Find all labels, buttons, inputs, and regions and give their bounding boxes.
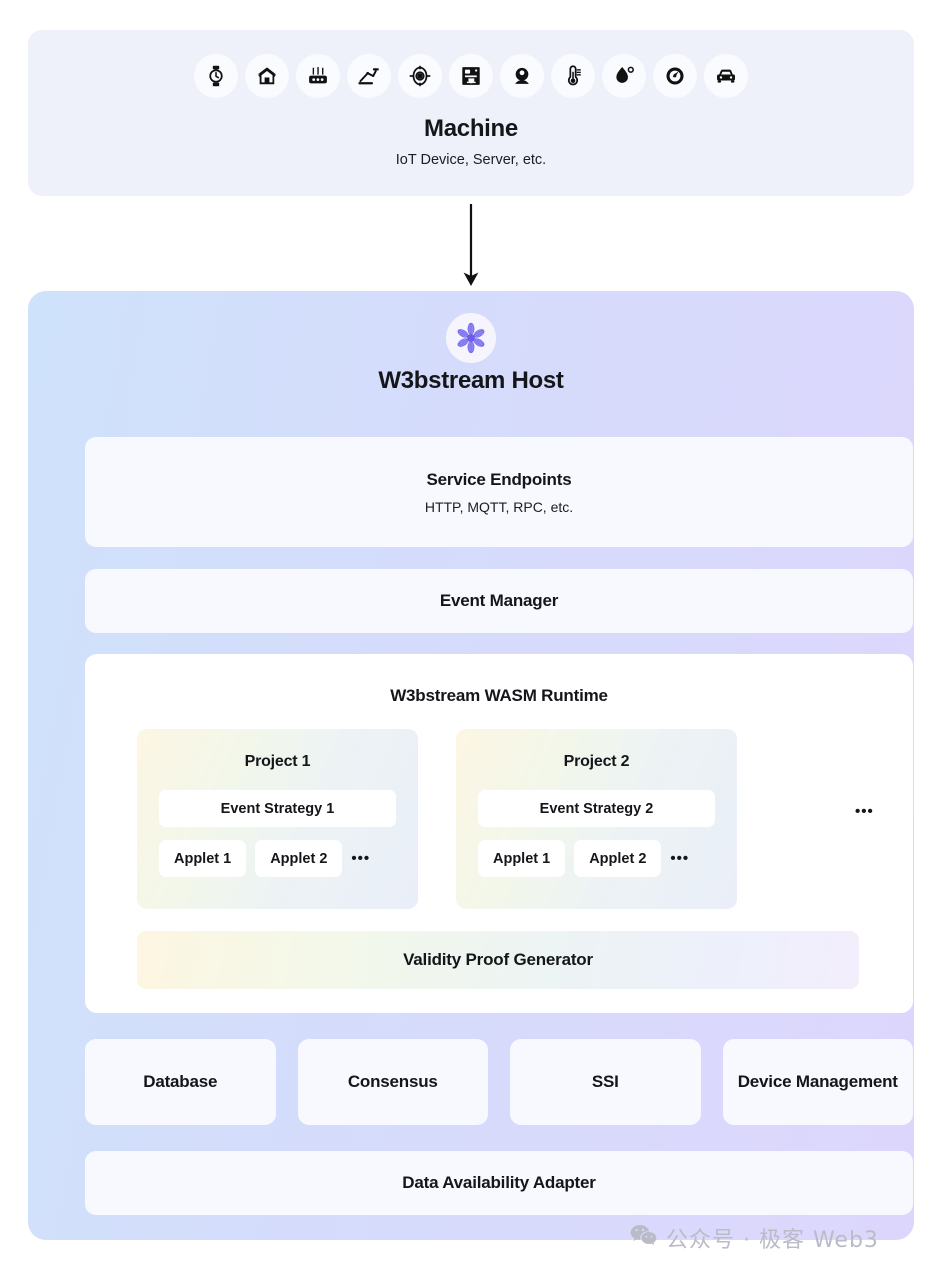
coffee-machine-icon [449, 54, 493, 98]
service-endpoints-card: Service Endpoints HTTP, MQTT, RPC, etc. [85, 437, 913, 547]
service-endpoints-subtitle: HTTP, MQTT, RPC, etc. [424, 498, 574, 515]
machine-title: Machine [424, 115, 518, 142]
da-adapter-title: Data Availability Adapter [402, 1173, 596, 1192]
watermark-text: 公众号 · 极客 Web3 [666, 1228, 879, 1253]
project-title: Project 2 [563, 753, 630, 770]
applets-more-ellipsis: ••• [351, 850, 371, 867]
host-services-row: Database Consensus SSI Device Management [85, 1039, 913, 1125]
robot-arm-icon [347, 54, 391, 98]
router-icon [296, 54, 340, 98]
gauge-icon [653, 54, 697, 98]
project-box: Project 2 Event Strategy 2 Applet 1 Appl… [456, 729, 737, 909]
smartwatch-icon [194, 54, 238, 98]
service-card-database: Database [85, 1039, 276, 1125]
event-manager-card: Event Manager [85, 569, 913, 633]
applets-row: Applet 1 Applet 2 ••• [159, 840, 396, 877]
thermometer-icon [551, 54, 595, 98]
projects-row: Project 1 Event Strategy 1 Applet 1 Appl… [137, 729, 737, 909]
project-title: Project 1 [244, 753, 311, 770]
service-card-consensus: Consensus [297, 1039, 488, 1125]
applets-more-ellipsis: ••• [670, 850, 690, 867]
applet-box: Applet 2 [255, 840, 343, 877]
host-title: W3bstream Host [378, 367, 564, 394]
event-manager-title: Event Manager [439, 591, 559, 610]
car-icon [704, 54, 748, 98]
webcam-icon [500, 54, 544, 98]
service-card-device-management: Device Management [722, 1039, 913, 1125]
wasm-runtime-title: W3bstream WASM Runtime [390, 686, 608, 705]
event-strategy-box: Event Strategy 2 [478, 790, 715, 827]
applets-row: Applet 1 Applet 2 ••• [478, 840, 715, 877]
humidity-drop-icon [602, 54, 646, 98]
watermark: 公众号 · 极客 Web3 [630, 1222, 879, 1254]
w3bstream-flower-logo [446, 313, 496, 363]
machine-icon-row [194, 54, 748, 98]
home-icon [245, 54, 289, 98]
wechat-icon [630, 1224, 657, 1253]
down-arrow-icon [455, 202, 487, 288]
projects-more-ellipsis: ••• [855, 803, 874, 820]
applet-box: Applet 1 [478, 840, 566, 877]
service-endpoints-title: Service Endpoints [426, 469, 572, 489]
applet-box: Applet 2 [574, 840, 662, 877]
validity-proof-generator-card: Validity Proof Generator [137, 931, 859, 989]
machine-subtitle: IoT Device, Server, etc. [395, 152, 547, 168]
project-box: Project 1 Event Strategy 1 Applet 1 Appl… [137, 729, 418, 909]
data-availability-adapter-card: Data Availability Adapter [85, 1151, 913, 1215]
event-strategy-box: Event Strategy 1 [159, 790, 396, 827]
service-card-ssi: SSI [510, 1039, 701, 1125]
wasm-runtime-card: W3bstream WASM Runtime Project 1 Event S… [85, 654, 913, 1013]
w3bstream-host-panel: W3bstream Host Service Endpoints HTTP, M… [28, 291, 914, 1240]
machine-panel: Machine IoT Device, Server, etc. [28, 30, 914, 196]
applet-box: Applet 1 [159, 840, 247, 877]
sensor-target-icon [398, 54, 442, 98]
